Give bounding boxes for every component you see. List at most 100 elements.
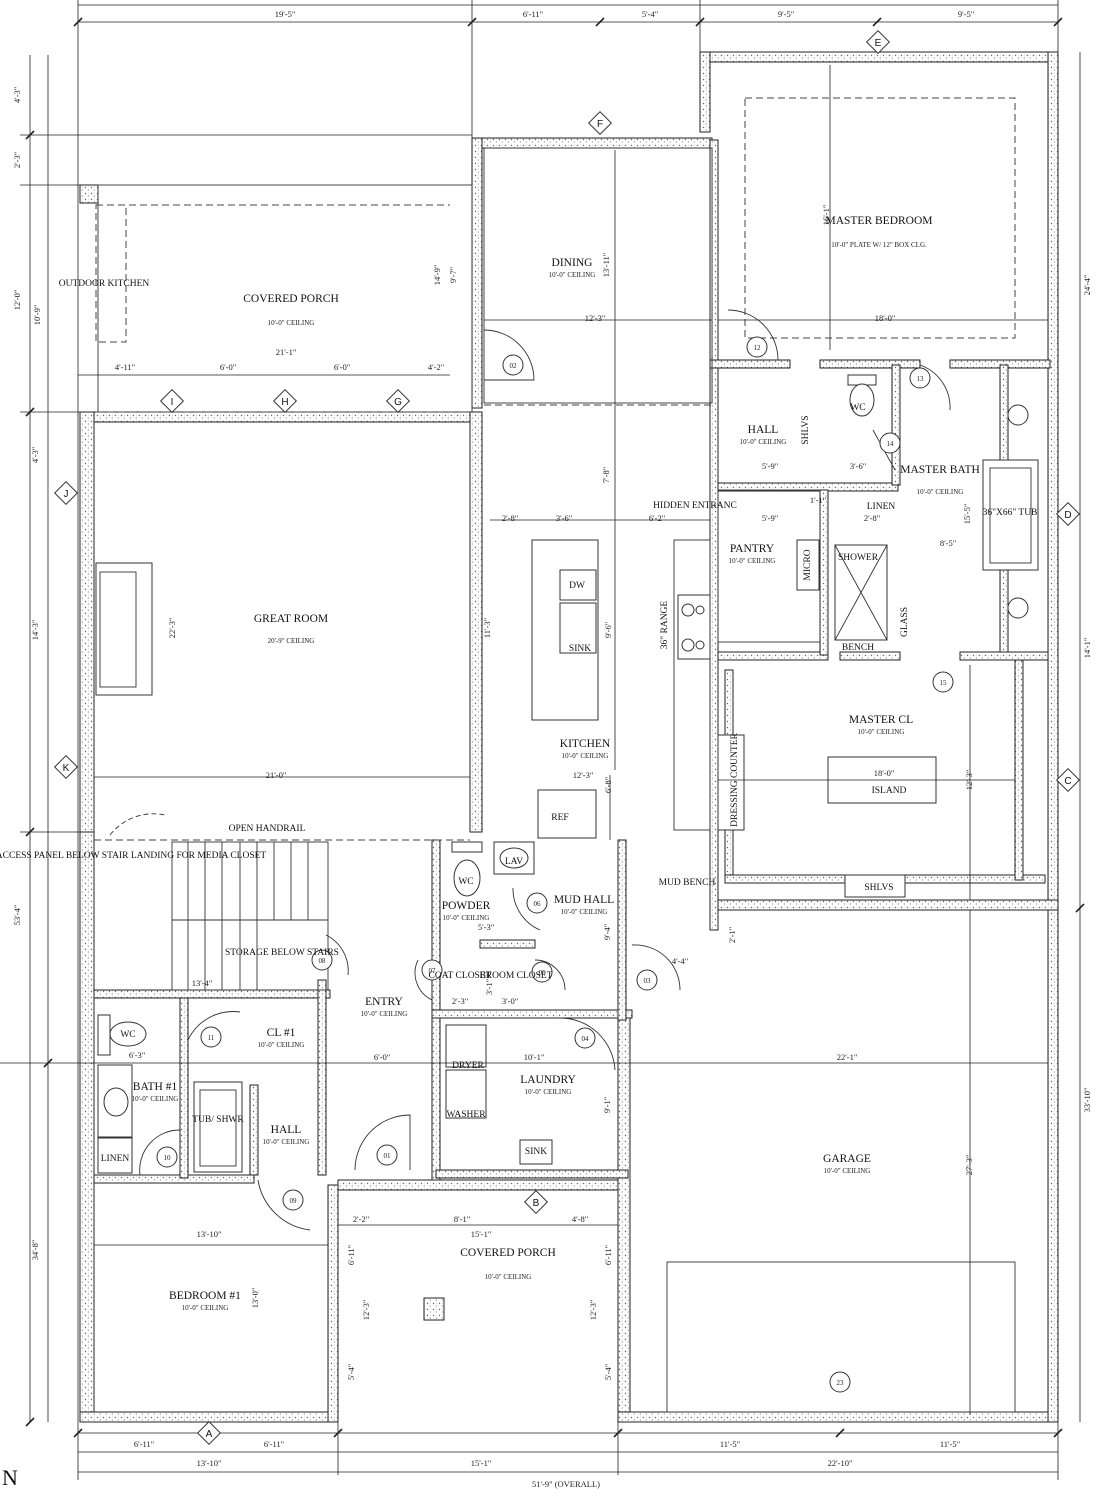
room-master-closet: MASTER CL (849, 714, 913, 726)
label-sink-laundry: SINK (525, 1147, 547, 1157)
room-ceiling: 10'-0" CEILING (525, 1088, 572, 1096)
svg-text:6'-3": 6'-3" (129, 1050, 145, 1060)
svg-text:16'-1": 16'-1" (821, 205, 831, 226)
label-shelves: SHLVS (801, 415, 811, 444)
label-dressing-counter: DRESSING COUNTER (730, 732, 740, 826)
dimension-ticks (25, 17, 1085, 1438)
svg-text:11'-3": 11'-3" (482, 618, 492, 638)
svg-text:7'-8": 7'-8" (601, 467, 611, 483)
svg-text:13'-0": 13'-0" (250, 1288, 260, 1309)
door-tag-14: 14 (887, 440, 895, 448)
dimension-text: 19'-5" 6'-11" 5'-4" 9'-5" 9'-5" 6'-11" 6… (12, 9, 1092, 1489)
svg-text:9'-4": 9'-4" (602, 924, 612, 940)
svg-text:11'-5": 11'-5" (720, 1439, 740, 1449)
door-tag-05: 05 (539, 969, 547, 977)
room-covered-porch-front: COVERED PORCH (460, 1247, 556, 1259)
svg-text:10'-1": 10'-1" (524, 1052, 545, 1062)
room-ceiling: 10'-0" CEILING (549, 271, 596, 279)
room-entry: ENTRY (365, 996, 403, 1008)
room-labels: COVERED PORCH 10'-0" CEILING DINING 10'-… (132, 215, 980, 1312)
svg-text:14'-1": 14'-1" (1082, 638, 1092, 659)
room-ceiling: 10'-0" PLATE W/ 12" BOX CLG. (831, 241, 927, 249)
label-shelves-closet: SHLVS (864, 883, 893, 893)
label-range: 36" RANGE (660, 601, 670, 650)
svg-text:4'-2": 4'-2" (428, 362, 444, 372)
svg-text:6'-11": 6'-11" (346, 1245, 356, 1265)
svg-text:8'-1": 8'-1" (454, 1214, 470, 1224)
svg-text:6'-2": 6'-2" (649, 513, 665, 523)
room-ceiling: 20'-9" CEILING (268, 637, 315, 645)
room-master-bedroom: MASTER BEDROOM (825, 215, 932, 227)
room-bath-1: BATH #1 (133, 1081, 178, 1093)
label-wc-bath1: WC (120, 1030, 135, 1040)
svg-text:4'-3": 4'-3" (30, 447, 40, 463)
svg-text:B: B (533, 1198, 540, 1209)
room-hall-master: HALL (748, 424, 779, 436)
svg-text:K: K (63, 763, 70, 774)
svg-text:6'-8": 6'-8" (603, 777, 613, 793)
svg-text:22'-1": 22'-1" (837, 1052, 858, 1062)
label-wc-powder: WC (458, 877, 473, 887)
door-tag-06: 06 (534, 900, 542, 908)
label-hidden-entrance: HIDDEN ENTRANC (653, 501, 737, 511)
svg-text:5'-9": 5'-9" (762, 513, 778, 523)
svg-text:15'-5": 15'-5" (962, 504, 972, 525)
svg-text:13'-10": 13'-10" (197, 1458, 222, 1468)
label-linen-master: LINEN (867, 502, 896, 512)
label-storage-below-stairs: STORAGE BELOW STAIRS (225, 948, 339, 958)
svg-text:13'-11": 13'-11" (601, 253, 611, 278)
svg-text:10'-9": 10'-9" (32, 305, 42, 326)
grid-tag-c: C (1055, 767, 1081, 793)
svg-text:12'-3": 12'-3" (585, 313, 606, 323)
room-ceiling: 10'-0" CEILING (443, 914, 490, 922)
svg-text:6'-11": 6'-11" (603, 1245, 613, 1265)
svg-text:F: F (597, 119, 603, 130)
svg-text:J: J (64, 489, 69, 500)
door-tag-04: 04 (582, 1035, 590, 1043)
grid-tag-e: E (865, 29, 891, 55)
svg-text:6'-0": 6'-0" (374, 1052, 390, 1062)
grid-tag-f: F (587, 110, 613, 136)
svg-text:13'-10": 13'-10" (197, 1229, 222, 1239)
svg-text:51'-9" (OVERALL): 51'-9" (OVERALL) (532, 1479, 600, 1489)
svg-text:2'-3": 2'-3" (12, 152, 22, 168)
svg-text:5'-4": 5'-4" (642, 9, 658, 19)
svg-text:12'-0": 12'-0" (12, 290, 22, 311)
svg-text:14'-3": 14'-3" (30, 620, 40, 641)
svg-text:12'-3": 12'-3" (588, 1300, 598, 1321)
svg-text:3'-0": 3'-0" (502, 996, 518, 1006)
label-tub: 36"X66" TUB (983, 508, 1038, 518)
room-ceiling: 10'-0" CEILING (182, 1304, 229, 1312)
svg-text:D: D (1064, 510, 1071, 521)
grid-tag-g: G (385, 388, 411, 414)
room-ceiling: 10'-0" CEILING (562, 752, 609, 760)
svg-text:4'-11": 4'-11" (115, 362, 135, 372)
label-open-handrail: OPEN HANDRAIL (229, 824, 306, 834)
room-ceiling: 10'-0" CEILING (824, 1167, 871, 1175)
svg-text:12'-3": 12'-3" (964, 770, 974, 791)
door-tag-10: 10 (164, 1154, 172, 1162)
svg-text:3'-6": 3'-6" (850, 461, 866, 471)
svg-text:18'-0": 18'-0" (875, 313, 896, 323)
label-island: ISLAND (872, 786, 907, 796)
svg-text:2'-2": 2'-2" (353, 1214, 369, 1224)
svg-text:1'-1": 1'-1" (810, 495, 826, 505)
svg-text:33'-10": 33'-10" (1082, 1088, 1092, 1113)
svg-text:22'-10": 22'-10" (828, 1458, 853, 1468)
svg-text:5'-9": 5'-9" (762, 461, 778, 471)
svg-text:3'-1": 3'-1" (484, 979, 494, 995)
door-tag-11: 11 (208, 1034, 215, 1042)
label-broom-closet: BROOM CLOSET (479, 971, 552, 981)
room-dining: DINING (552, 257, 593, 269)
room-ceiling: 10'-0" CEILING (729, 557, 776, 565)
room-ceiling: 10'-0" CEILING (858, 728, 905, 736)
label-outdoor-kitchen: OUTDOOR KITCHEN (59, 279, 150, 289)
door-tags: 01 02 03 04 05 06 07 08 09 10 11 12 13 1… (156, 336, 954, 1393)
door-tag-23: 23 (837, 1379, 845, 1387)
svg-text:4'-3": 4'-3" (12, 87, 22, 103)
label-shower: SHOWER (838, 553, 879, 563)
dimension-lines (0, 0, 1081, 1480)
room-ceiling: 10'-0" CEILING (485, 1273, 532, 1281)
door-tag-03: 03 (644, 977, 652, 985)
svg-text:15'-1": 15'-1" (471, 1229, 492, 1239)
